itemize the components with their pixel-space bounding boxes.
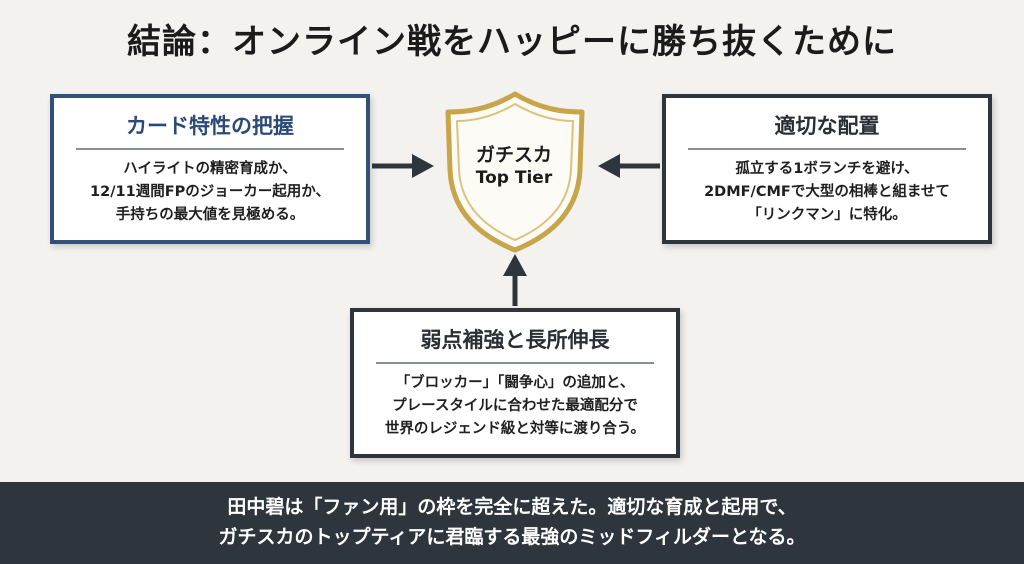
arrow-left-icon (598, 154, 660, 178)
card-divider (376, 362, 654, 364)
arrow-up-icon (503, 254, 527, 306)
card-line: 「ブロッカー」「闘争心」の追加と、 (395, 375, 635, 391)
card-card-characteristics: カード特性の把握 ハイライトの精密育成か、 12/11週間FPのジョーカー起用か… (50, 94, 370, 244)
card-title: カード特性の把握 (126, 114, 294, 138)
card-body: 孤立する1ボランチを避け、 2DMF/CMFで大型の相棒と組ませて 「リンクマン… (666, 150, 988, 227)
card-line: 「リンクマン」に特化。 (747, 207, 907, 223)
shield-icon (445, 91, 585, 253)
center-label: ガチスカ Top Tier (444, 143, 584, 189)
banner-line-2: ガチスカのトップティアに君臨する最強のミッドフィルダーとなる。 (218, 526, 806, 548)
card-title: 弱点補強と長所伸長 (420, 328, 610, 352)
card-line: 孤立する1ボランチを避け、 (735, 161, 919, 177)
card-title: 適切な配置 (774, 114, 880, 138)
card-line: 手持ちの最大値を見極める。 (115, 207, 305, 223)
card-weakness-strength: 弱点補強と長所伸長 「ブロッカー」「闘争心」の追加と、 プレースタイルに合わせた… (350, 308, 680, 458)
card-line: プレースタイルに合わせた最適配分で (392, 398, 638, 414)
card-line: 世界のレジェンド級と対等に渡り合う。 (384, 421, 646, 437)
banner-line-1: 田中碧は「ファン用」の枠を完全に超えた。適切な育成と起用で、 (227, 496, 797, 518)
card-proper-placement: 適切な配置 孤立する1ボランチを避け、 2DMF/CMFで大型の相棒と組ませて … (662, 94, 992, 244)
arrow-right-icon (372, 154, 434, 178)
card-body: 「ブロッカー」「闘争心」の追加と、 プレースタイルに合わせた最適配分で 世界のレ… (354, 364, 676, 441)
center-line-2: Top Tier (475, 168, 553, 188)
center-line-1: ガチスカ (475, 144, 552, 166)
card-line: ハイライトの精密育成か、 (123, 161, 297, 177)
page-title: 結論：オンライン戦をハッピーに勝ち抜くために (127, 22, 897, 62)
card-body: ハイライトの精密育成か、 12/11週間FPのジョーカー起用か、 手持ちの最大値… (54, 150, 366, 227)
card-divider (688, 148, 966, 150)
card-divider (76, 148, 344, 150)
card-line: 12/11週間FPのジョーカー起用か、 (90, 184, 330, 200)
conclusion-banner: 田中碧は「ファン用」の枠を完全に超えた。適切な育成と起用で、 ガチスカのトップテ… (0, 482, 1024, 564)
card-line: 2DMF/CMFで大型の相棒と組ませて (704, 184, 950, 200)
